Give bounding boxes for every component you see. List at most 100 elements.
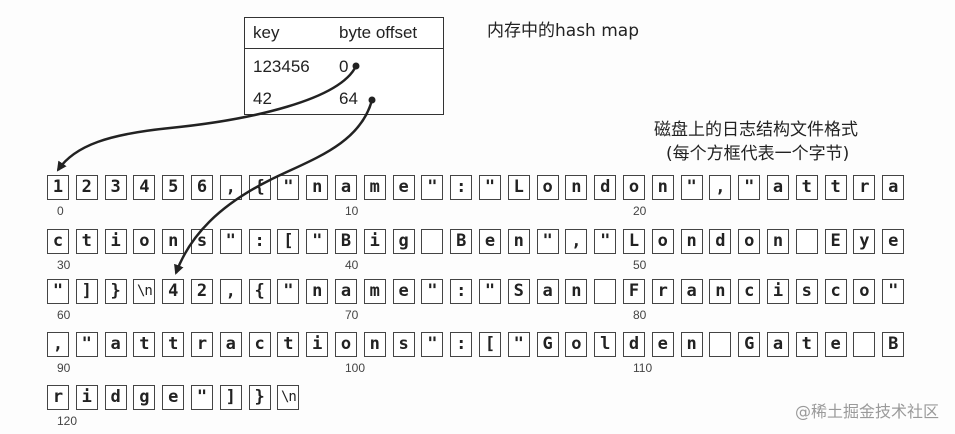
offset-label: 100 <box>345 361 366 375</box>
byte-cell: a <box>335 175 357 200</box>
byte-cell: 4 <box>133 175 156 200</box>
byte-cell: l <box>594 332 617 357</box>
byte-cell: a <box>767 175 789 200</box>
byte-cell: s <box>392 332 415 357</box>
offset-label: 10 <box>345 204 359 218</box>
byte-cell: i <box>767 279 789 304</box>
byte-cell: 3 <box>104 175 127 200</box>
byte-cell: S <box>507 279 530 304</box>
byte-cell: e <box>392 279 415 304</box>
byte-cell: " <box>507 332 530 357</box>
offset-label: 40 <box>345 258 359 272</box>
hash-map-row-offset: 0 <box>339 57 349 76</box>
offset-label: 20 <box>633 204 647 218</box>
byte-cell: B <box>335 229 357 254</box>
byte-cell: m <box>363 279 386 304</box>
arrow-offset-64 <box>174 99 374 275</box>
byte-cell: a <box>882 175 905 200</box>
byte-cell: " <box>277 175 300 200</box>
byte-cell: r <box>651 279 674 304</box>
byte-cell: g <box>133 385 156 410</box>
byte-cell: a <box>680 279 703 304</box>
byte-cell: c <box>824 279 847 304</box>
byte-cell: d <box>709 229 732 254</box>
offset-label: 80 <box>633 308 647 322</box>
byte-cell: o <box>651 229 674 254</box>
byte-cell: o <box>133 229 156 254</box>
byte-cell: \n <box>277 385 300 410</box>
offset-label: 50 <box>633 258 647 272</box>
byte-cell: t <box>75 229 98 254</box>
byte-cell: e <box>162 385 185 410</box>
byte-cell <box>594 279 617 304</box>
byte-cell: n <box>363 332 386 357</box>
hash-map-offset-header: byte offset <box>339 23 418 42</box>
byte-cell: L <box>623 229 645 254</box>
byte-cell: r <box>191 332 213 357</box>
byte-cell: d <box>594 175 617 200</box>
offset-label: 70 <box>345 308 359 322</box>
byte-cell: a <box>104 332 127 357</box>
byte-cell: , <box>709 175 732 200</box>
byte-cell: r <box>853 175 876 200</box>
byte-cell: " <box>277 279 300 304</box>
byte-cell: e <box>882 229 905 254</box>
byte-cell: a <box>536 279 559 304</box>
byte-cell: m <box>363 175 386 200</box>
watermark: @稀土掘金技术社区 <box>794 402 939 421</box>
byte-cell: G <box>738 332 761 357</box>
byte-cell: 5 <box>162 175 185 200</box>
byte-cell: G <box>536 332 559 357</box>
arrow-offset-0 <box>56 65 358 172</box>
byte-cell: i <box>104 229 127 254</box>
hash-map-row-offset: 64 <box>339 89 358 108</box>
byte-cell: i <box>75 385 98 410</box>
byte-cell: a <box>219 332 242 357</box>
byte-cell: o <box>623 175 645 200</box>
byte-cell: E <box>824 229 847 254</box>
byte-cell: 1 <box>47 175 69 200</box>
byte-cell: i <box>363 229 386 254</box>
byte-cell: a <box>335 279 357 304</box>
byte-cell: : <box>450 279 473 304</box>
byte-cell: e <box>479 229 501 254</box>
byte-cell: t <box>795 332 818 357</box>
byte-cell: r <box>47 385 69 410</box>
byte-cell: n <box>709 279 732 304</box>
offset-label: 120 <box>57 414 78 428</box>
byte-cell: : <box>248 229 271 254</box>
byte-cell: t <box>824 175 847 200</box>
byte-cell <box>853 332 876 357</box>
byte-cell: : <box>450 175 473 200</box>
byte-cell: ] <box>75 279 98 304</box>
byte-cell: d <box>104 385 127 410</box>
byte-cell: , <box>565 229 588 254</box>
byte-cell: n <box>306 279 329 304</box>
byte-cell: g <box>392 229 415 254</box>
byte-cell: c <box>47 229 69 254</box>
byte-cell: o <box>536 175 559 200</box>
byte-cell: t <box>133 332 156 357</box>
byte-cell: } <box>248 385 271 410</box>
byte-cell <box>421 229 444 254</box>
offset-label: 110 <box>633 361 653 375</box>
hash-map-row-key: 123456 <box>253 57 310 76</box>
log-caption-line2: (每个方框代表一个字节) <box>666 144 850 164</box>
byte-cell: } <box>104 279 127 304</box>
byte-cell: " <box>680 175 703 200</box>
byte-cell: ] <box>219 385 242 410</box>
byte-cell: " <box>306 229 329 254</box>
byte-cell: " <box>219 229 242 254</box>
offset-label: 30 <box>57 258 71 272</box>
byte-cell: \n <box>133 279 156 304</box>
byte-cell: F <box>623 279 645 304</box>
byte-cell: , <box>219 175 242 200</box>
byte-cell: " <box>421 279 444 304</box>
byte-cell: e <box>824 332 847 357</box>
byte-cell: 6 <box>191 175 213 200</box>
byte-cell: " <box>421 175 444 200</box>
byte-cell: y <box>853 229 876 254</box>
byte-cell: n <box>651 175 674 200</box>
byte-cell: e <box>392 175 415 200</box>
byte-cell: " <box>536 229 559 254</box>
